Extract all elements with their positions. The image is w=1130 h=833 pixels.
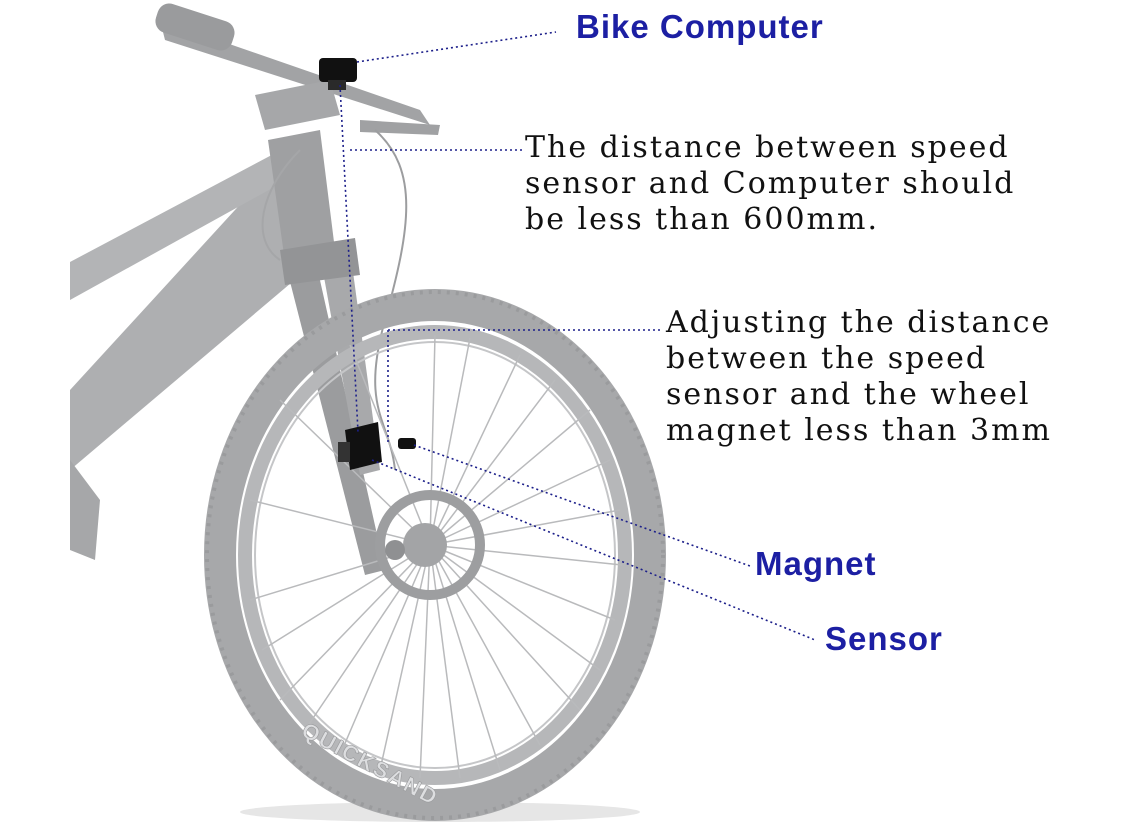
label-sensor: Sensor [825,620,943,657]
spokes [249,334,623,779]
speed-sensor-device [338,422,382,470]
note-adjust-line-3: sensor and the wheel [666,377,1031,412]
rim [238,325,632,785]
note-distance-line-3: be less than 600mm. [525,202,879,237]
leader-bike-computer [356,31,557,63]
label-magnet: Magnet [755,545,877,582]
axle [385,540,405,560]
disc-rotor [375,490,485,600]
brake-lever [360,120,440,135]
frame-top-tube [70,140,305,300]
fork-crown [280,238,360,285]
tire [204,289,666,821]
tire-tread [205,290,665,820]
head-tube [268,130,335,262]
magnet-device [398,438,416,449]
note-adjust-line-1: Adjusting the distance [666,305,1052,340]
leader-lines [339,31,816,641]
shift-cable [261,149,301,261]
bike-computer-device [319,58,357,90]
note-distance: The distance between speed sensor and Co… [525,130,1015,238]
note-adjust-line-4: magnet less than 3mm [666,413,1052,448]
frame-seat-stay [70,460,100,560]
hub [403,523,447,567]
note-adjust: Adjusting the distance between the speed… [666,305,1052,449]
frame-down-tube [70,150,330,470]
note-adjust-line-2: between the speed [666,341,988,376]
note-distance-line-1: The distance between speed [525,130,1010,165]
left-grip [155,3,235,51]
note-distance-line-2: sensor and Computer should [525,166,1016,201]
label-bike-computer: Bike Computer [576,8,824,45]
stem [255,80,340,130]
